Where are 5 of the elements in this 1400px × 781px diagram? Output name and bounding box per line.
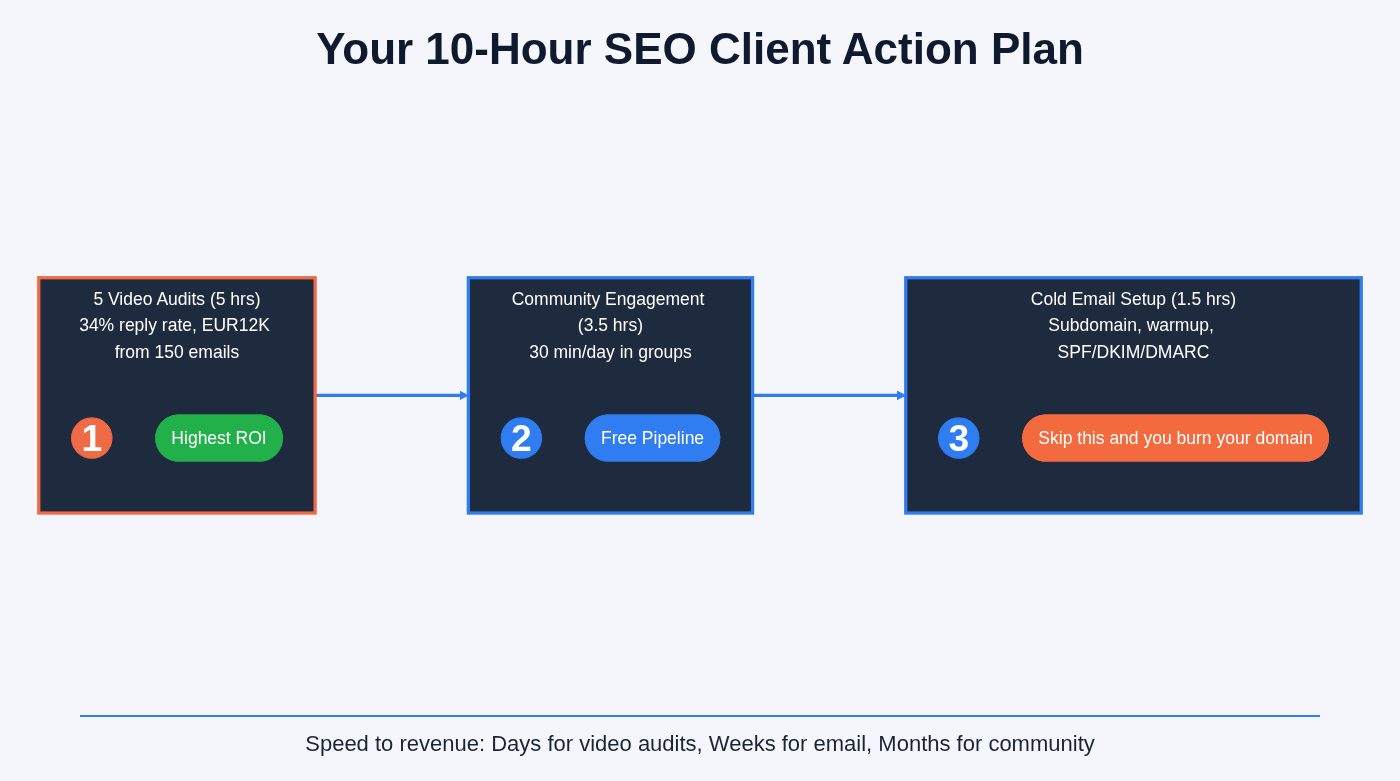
node-circle: 2 xyxy=(500,417,543,459)
node-circle: 3 xyxy=(938,417,980,459)
caption: Speed to revenue: Days for video audits, Weeks for email, Months for community xyxy=(305,731,1095,757)
diagram-title: Your 10-Hour SEO Client Action Plan xyxy=(316,24,1084,74)
node-circle: 1 xyxy=(71,417,113,459)
